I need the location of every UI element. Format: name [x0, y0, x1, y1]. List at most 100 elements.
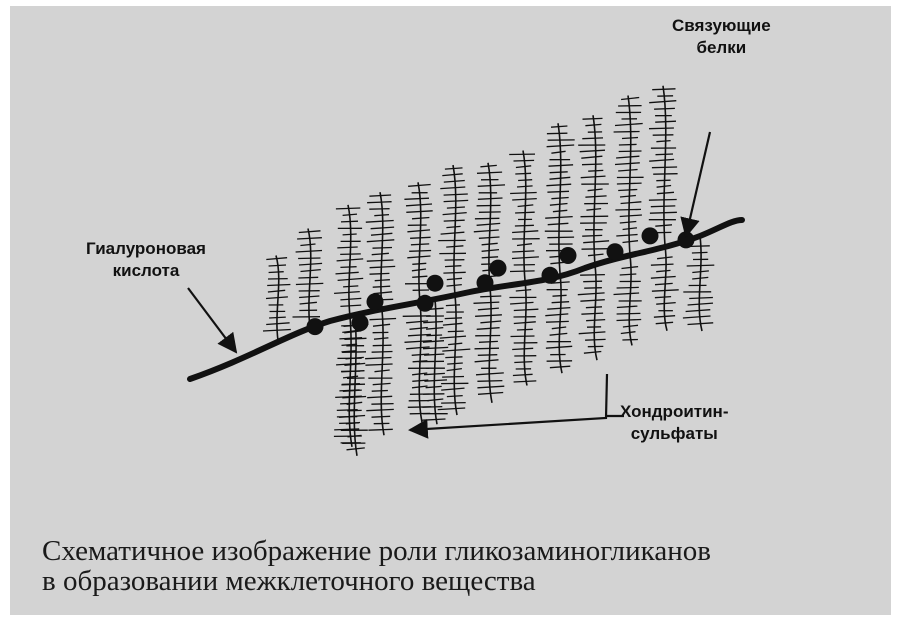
chain-bristle — [480, 321, 501, 323]
chain-bristle — [442, 174, 462, 176]
chain-bristle — [620, 215, 642, 217]
chain-bristle — [581, 156, 602, 158]
chain-bristle — [617, 320, 642, 321]
chain-bristle — [580, 275, 605, 276]
chain-bristle — [621, 98, 639, 100]
chain-bristle — [586, 209, 601, 211]
chain-bristle — [373, 248, 393, 249]
chain-bristle — [551, 126, 567, 127]
chain-bristle — [370, 273, 390, 274]
chain-bristle — [655, 121, 676, 122]
chain-bristle — [549, 165, 574, 166]
chain-bristle — [649, 128, 674, 129]
chain-bristle — [448, 343, 462, 344]
chain-bristle — [582, 164, 602, 165]
chain-bristle — [373, 383, 391, 384]
chondroitin-sulfates-label: Хондроитин- сульфаты — [620, 401, 728, 445]
chain-bristle — [441, 232, 465, 234]
chain-bristle — [615, 124, 643, 126]
chain-bristle — [515, 212, 535, 213]
chain-bristle — [653, 174, 677, 175]
chain-bristle — [438, 408, 466, 410]
chain-bristle — [545, 217, 573, 219]
chain-bristle — [518, 180, 532, 181]
chain-bristle — [406, 211, 432, 213]
chain-bristle — [550, 204, 568, 206]
chain-bristle — [370, 319, 397, 320]
chain-spine-lower — [664, 246, 667, 331]
figure-caption: Схематичное изображение роли гликозамино… — [42, 536, 711, 596]
hyaluronic-acid-backbone — [190, 220, 742, 379]
chain-bristle — [478, 185, 505, 186]
chain-bristle — [343, 234, 357, 235]
chain-bristle — [478, 198, 503, 199]
chain-bristle — [657, 257, 673, 259]
hyaluronic-acid-line2: кислота — [113, 261, 180, 280]
chain-bristle — [341, 384, 365, 385]
chain-bristle — [296, 283, 323, 284]
chain-bristle — [649, 159, 674, 161]
chain-bristle — [585, 124, 601, 125]
chain-bristle — [440, 336, 466, 338]
chain-spine-lower — [354, 316, 357, 456]
chain-bristle — [649, 200, 677, 201]
chondroitin-bracket — [410, 374, 607, 430]
link-protein-dot — [607, 243, 624, 260]
chain-bristle — [516, 166, 531, 168]
chain-bristle — [475, 218, 500, 219]
chain-bristle — [692, 252, 708, 253]
chain-bristle — [478, 393, 503, 395]
chain-bristle — [426, 328, 443, 330]
chain-bristle — [510, 271, 535, 272]
chain-bristle — [299, 231, 321, 233]
chain-bristle — [586, 320, 605, 321]
chain-bristle — [375, 280, 390, 281]
chain-bristle — [374, 338, 388, 339]
chain-bristle — [341, 221, 358, 222]
chain-bristle — [514, 160, 535, 161]
chain-bristle — [340, 298, 361, 300]
chain-bristle — [409, 251, 431, 252]
chain-bristle — [683, 316, 711, 318]
chain-bristle — [479, 341, 498, 342]
chain-bristle — [588, 254, 604, 256]
chain-bristle — [477, 328, 500, 330]
chain-bristle — [514, 362, 532, 363]
chain-bristle — [512, 348, 533, 349]
chain-bristle — [512, 251, 534, 252]
chain-bristle — [365, 364, 392, 365]
chain-bristle — [550, 366, 570, 368]
chain-bristle — [342, 352, 366, 353]
chain-bristle — [619, 144, 637, 145]
chain-bristle — [548, 223, 569, 224]
chain-bristle — [482, 243, 498, 245]
chain-bristle — [340, 254, 361, 255]
link-protein-dot — [490, 260, 507, 277]
chain-bristle — [552, 327, 566, 329]
chain-bristle — [372, 253, 389, 254]
chain-bristle — [510, 302, 533, 304]
chain-bristle — [655, 283, 673, 284]
chain-bristle — [410, 328, 428, 330]
chain-bristle — [404, 198, 429, 199]
chain-spine-upper — [308, 229, 311, 329]
link-protein-dot — [477, 274, 494, 291]
chain-bristle — [513, 374, 533, 375]
chain-bristle — [477, 223, 501, 225]
chain-bristle — [578, 293, 605, 295]
chain-bristle — [615, 209, 641, 210]
chain-bristle — [412, 263, 426, 264]
chain-bristle — [617, 183, 642, 184]
chain-bristle — [616, 235, 637, 237]
chain-spine-upper — [663, 86, 666, 246]
chain-bristle — [584, 352, 601, 354]
link-protein-dot — [352, 314, 369, 331]
chain-bristle — [654, 108, 675, 109]
chain-bristle — [618, 190, 637, 191]
chain-bristle — [479, 237, 500, 238]
chain-bristle — [512, 257, 539, 259]
binding-protein-arrow — [686, 132, 710, 236]
link-protein-dot — [417, 295, 434, 312]
chain-bristle — [585, 196, 606, 197]
chain-bristle — [583, 118, 603, 119]
